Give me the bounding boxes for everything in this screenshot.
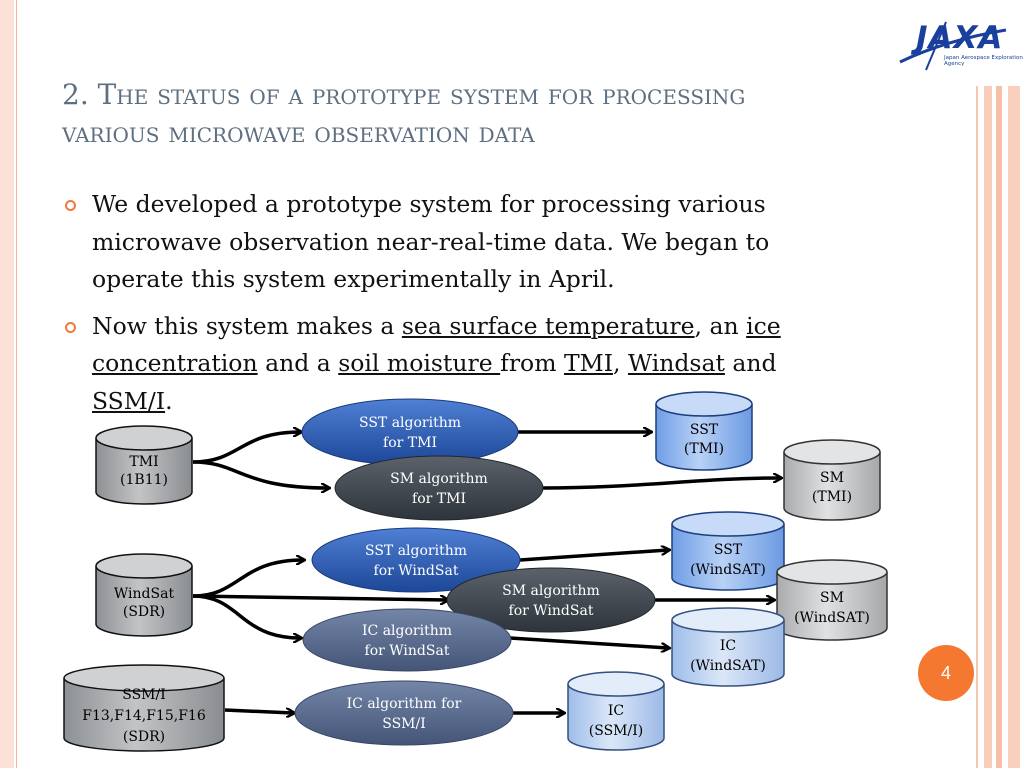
algo-ic-windsat-line1: IC algorithm	[362, 623, 452, 639]
output-sm-windsat-line1: SM	[820, 590, 844, 606]
page-number: 4	[940, 662, 951, 683]
jaxa-logo: JAXA Japan Aerospace Exploration Agency	[886, 0, 1024, 86]
flow-connectors	[192, 432, 780, 713]
algorithm-sm-windsat: SM algorithm for WindSat	[446, 567, 656, 633]
link-ice-concentration[interactable]: ice concentration	[92, 311, 781, 378]
title-line-1: 2. The status of a prototype system for …	[62, 78, 746, 111]
right-decor-stripe	[996, 0, 1002, 768]
link-ssmi[interactable]: SSM/I	[92, 386, 166, 415]
algorithm-ic-ssmi: IC algorithm for SSM/I	[294, 680, 514, 746]
output-sm-tmi-line2: (TMI)	[812, 489, 852, 505]
source-tmi-line2: (1B11)	[120, 472, 168, 488]
output-ic-ssmi-line1: IC	[608, 703, 624, 719]
logo-subtitle: Japan Aerospace Exploration Agency	[944, 55, 1023, 67]
arrow-tmi-to-sst	[192, 432, 300, 464]
arrow-windsat-to-ic	[192, 594, 300, 638]
slide-title: 2. The status of a prototype system for …	[62, 76, 962, 152]
output-sst-windsat-line2: (WindSAT)	[690, 562, 766, 578]
output-ic-windsat-line1: IC	[720, 638, 736, 654]
logo-text: JAXA	[916, 20, 1004, 56]
algo-sm-windsat-line1: SM algorithm	[502, 583, 600, 599]
algo-ic-ssmi-line1: IC algorithm for	[347, 696, 462, 712]
bullet-text-part: and a	[257, 349, 339, 377]
bullet-item: We developed a prototype system for proc…	[62, 186, 862, 299]
output-sm-windsat-line2: (WindSAT)	[794, 610, 870, 626]
bullet-circle-icon	[65, 200, 76, 211]
link-windsat[interactable]: Windsat	[627, 349, 725, 377]
left-decor-strip	[0, 0, 14, 768]
algorithm-ic-windsat: IC algorithm for WindSat	[302, 608, 512, 672]
source-tmi-line1: TMI	[129, 454, 158, 470]
bullet-circle-icon	[65, 321, 76, 333]
output-ic-windsat: IC (WindSAT)	[671, 607, 785, 687]
algorithm-sm-tmi: SM algorithm for TMI	[334, 455, 544, 521]
output-sm-tmi-line1: SM	[820, 470, 844, 486]
output-sm-windsat: SM (WindSAT)	[776, 559, 888, 641]
bullet-text-part: Now this system makes a	[92, 311, 402, 340]
right-decor-stripe	[1008, 0, 1020, 768]
source-ssmi-line2: F13,F14,F15,F16	[82, 708, 206, 724]
output-sst-windsat-line1: SST	[714, 542, 743, 558]
bullet-text-part: .	[165, 386, 173, 415]
link-soil-moisture[interactable]: soil moisture	[338, 349, 501, 377]
arrow-sst-windsat-out	[519, 550, 668, 562]
left-decor-line	[16, 0, 17, 768]
algo-sst-tmi-line2: for TMI	[383, 435, 437, 451]
title-line-2: various microwave observation data	[62, 116, 535, 149]
source-windsat-line1: WindSat	[114, 586, 175, 602]
algo-sst-windsat-line2: for WindSat	[374, 563, 459, 579]
arrow-tmi-to-sm	[192, 460, 328, 488]
link-sea-surface-temperature[interactable]: sea surface temperature	[401, 311, 695, 340]
source-windsat: WindSat (SDR)	[95, 553, 193, 637]
right-decor-stripe	[976, 0, 978, 768]
bullet-text: We developed a prototype system for proc…	[92, 190, 770, 293]
algo-ic-windsat-line2: for WindSat	[365, 643, 450, 659]
algo-sst-windsat-line1: SST algorithm	[365, 543, 467, 559]
algorithm-sst-windsat: SST algorithm for WindSat	[311, 527, 521, 593]
bullet-item: Now this system makes a sea surface temp…	[62, 308, 862, 421]
right-decor-stripe	[984, 0, 992, 768]
arrow-windsat-to-sm	[192, 594, 447, 600]
source-windsat-line2: (SDR)	[123, 604, 165, 620]
bullet-text-part: ,	[613, 349, 628, 377]
link-tmi[interactable]: TMI	[563, 349, 613, 377]
output-sm-tmi: SM (TMI)	[783, 439, 881, 521]
arrow-sm-tmi-out	[542, 478, 780, 490]
bullet-text-part: and	[724, 349, 777, 377]
output-sst-windsat: SST (WindSAT)	[671, 511, 785, 591]
output-ic-ssmi: IC (SSM/I)	[567, 671, 665, 751]
output-sst-tmi-line2: (TMI)	[684, 441, 724, 457]
source-ssmi-line1: SSM/I	[122, 687, 166, 703]
algo-ic-ssmi-line2: SSM/I	[382, 716, 426, 732]
source-ssmi-line3: (SDR)	[123, 729, 165, 745]
algo-sm-windsat-line2: for WindSat	[509, 603, 594, 619]
source-ssmi: SSM/I F13,F14,F15,F16 (SDR)	[63, 664, 225, 752]
bullet-text-part: , an	[694, 311, 747, 340]
source-tmi: TMI (1B11)	[95, 425, 193, 505]
arrow-windsat-to-sst	[192, 560, 303, 598]
output-ic-windsat-line2: (WindSAT)	[690, 658, 766, 674]
arrow-ssmi-to-ic	[224, 710, 293, 713]
arrow-ic-windsat-out	[509, 636, 668, 648]
bullet-list: We developed a prototype system for proc…	[62, 186, 862, 429]
bullet-text-part: from	[500, 349, 564, 377]
algo-sm-tmi-line2: for TMI	[412, 491, 466, 507]
output-ic-ssmi-line2: (SSM/I)	[589, 723, 643, 739]
algo-sm-tmi-line1: SM algorithm	[390, 471, 488, 487]
page-number-badge: 4	[918, 645, 974, 701]
logo-swoosh-icon	[899, 21, 1007, 71]
